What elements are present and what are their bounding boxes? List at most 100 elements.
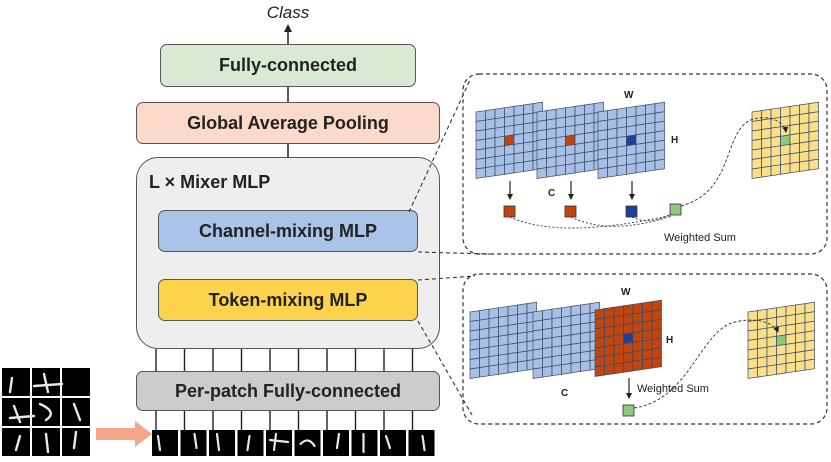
grid-cell (776, 315, 787, 328)
channel-c-label: C (548, 188, 555, 199)
grid-cell (766, 307, 777, 320)
grid-cell (513, 104, 524, 117)
grid-cell (507, 342, 518, 355)
channel-zoom-line-bottom (417, 251, 491, 255)
grid-cell (751, 110, 762, 122)
grid-cell (494, 135, 505, 148)
grid-cell (517, 350, 528, 363)
grid-cell (532, 319, 543, 332)
grid-cell (761, 156, 772, 169)
grid-cell (594, 346, 605, 358)
grid-cell (808, 101, 819, 114)
grid-cell (785, 352, 796, 364)
grid-cell (523, 141, 534, 153)
grid-cell (597, 129, 608, 141)
grid-cell (469, 357, 480, 370)
channel-weighted-cell (669, 203, 682, 216)
grid-cell (654, 139, 665, 152)
grid-cell (574, 123, 585, 136)
grid-cell (469, 329, 480, 341)
grid-cell (597, 148, 608, 160)
grid-cell (555, 154, 566, 167)
grid-cell (804, 358, 815, 371)
input-arrow (96, 421, 152, 447)
grid-cell (635, 152, 646, 164)
patch-tile (237, 430, 264, 456)
grid-cell (475, 129, 486, 141)
patch-tile-stroke (268, 432, 290, 452)
grid-cell (584, 150, 595, 163)
grid-cell (597, 138, 608, 151)
grid-cell (623, 303, 634, 316)
grid-cell (504, 162, 515, 175)
grid-cell (574, 142, 585, 155)
grid-cell (795, 331, 806, 344)
grid-cell (632, 331, 643, 343)
grid-cell (536, 110, 547, 122)
grid-cell (574, 161, 585, 174)
grid-cell (751, 167, 762, 179)
grid-cell (570, 361, 581, 374)
grid-cell (776, 343, 787, 356)
grid-cell (642, 310, 653, 323)
channel-h-label: H (671, 135, 678, 146)
grid-cell (494, 107, 505, 120)
grid-cell (584, 122, 595, 134)
feature-map-3 (597, 101, 665, 179)
grid-cell (616, 164, 627, 177)
grid-cell (517, 303, 528, 315)
grid-cell (651, 337, 662, 350)
grid-cell (623, 322, 634, 335)
grid-cell (632, 340, 643, 353)
grid-cell (469, 310, 480, 322)
channel-cell-orange-1 (503, 205, 516, 218)
grid-cell (584, 112, 595, 125)
grid-cell (513, 142, 524, 155)
channel-to-output-curve (680, 117, 789, 207)
grid-cell (580, 350, 591, 363)
grid-cell (651, 318, 662, 331)
grid-cell (532, 357, 543, 370)
grid-cell (776, 362, 787, 375)
grid-cell (761, 165, 772, 178)
token-mixing-detail-panel (462, 273, 828, 425)
channel-feature-maps (475, 101, 665, 179)
grid-cell (804, 311, 815, 324)
grid-cell (570, 342, 581, 355)
grid-cell (785, 361, 796, 374)
grid-cell (613, 333, 624, 346)
grid-cell (517, 341, 528, 353)
grid-cell (498, 305, 509, 318)
grid-cell (485, 108, 496, 121)
grid-cell (584, 160, 595, 172)
patch-tile (380, 430, 406, 456)
channel-mixing-detail-panel (462, 73, 828, 255)
grid-cell (795, 322, 806, 334)
grid-cell (584, 103, 595, 115)
grid-cell (747, 367, 758, 379)
grid-cell (504, 105, 515, 118)
grid-cell (766, 335, 777, 348)
grid-cell (536, 119, 547, 132)
grid-cell (498, 315, 509, 328)
grid-cell (475, 119, 486, 132)
mixer-mlp-title: L × Mixer MLP (149, 172, 271, 192)
fully-connected-label: Fully-connected (218, 55, 357, 75)
grid-cell (561, 343, 572, 356)
grid-cell (561, 334, 572, 347)
grid-cell (498, 362, 509, 375)
grid-cell (504, 115, 515, 128)
grid-cell (536, 148, 547, 160)
grid-cell (642, 348, 653, 361)
grid-cell (651, 328, 662, 341)
grid-cell (632, 359, 643, 372)
grid-cell (494, 126, 505, 139)
grid-cell (651, 309, 662, 322)
grid-cell (651, 347, 662, 360)
grid-cell (580, 341, 591, 353)
token-output-grid (747, 301, 815, 379)
grid-cell (469, 367, 480, 379)
patch-tile-stroke (421, 434, 426, 452)
grid-cell (635, 133, 646, 145)
token-mixing-label: Token-mixing MLP (208, 289, 368, 310)
